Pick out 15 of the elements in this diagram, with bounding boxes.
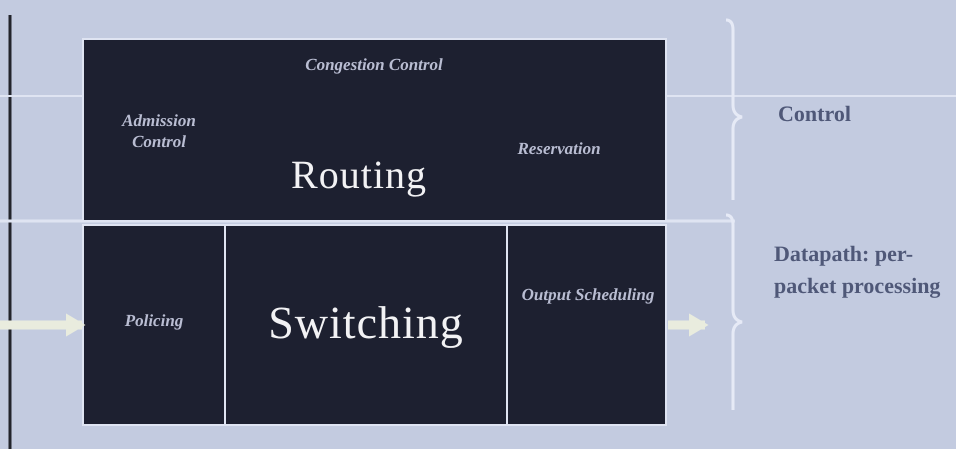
arrow: [0, 313, 86, 337]
output-scheduling-box: [506, 224, 667, 426]
arrow: [668, 313, 709, 337]
section-label: Datapath: per-packet processing: [774, 240, 942, 300]
box-label: Output Scheduling: [520, 284, 656, 306]
box-label: Switching: [267, 296, 465, 350]
policing-box: [82, 224, 226, 426]
congestion-control-label: Congestion Control: [304, 54, 444, 76]
admission-control-label: Admission Control: [120, 110, 197, 152]
reservation-label: Reservation: [516, 138, 602, 160]
control-plane-box: [82, 38, 667, 222]
switching-box: [224, 224, 508, 426]
box-label: Policing: [124, 310, 184, 332]
routing-label: Routing: [290, 151, 428, 199]
section-label: Control: [778, 100, 852, 128]
